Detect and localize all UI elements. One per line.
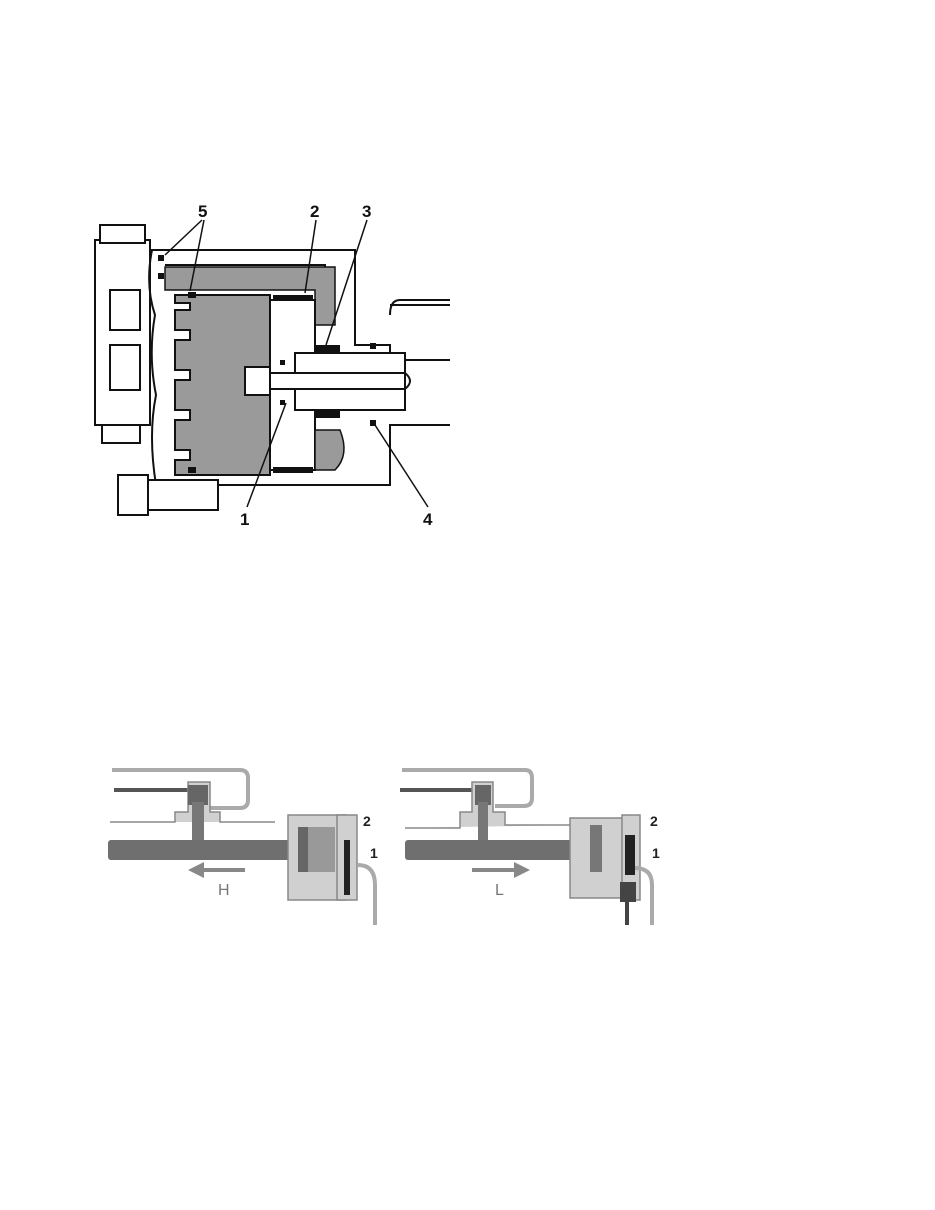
callout-4: 4 [423, 510, 433, 529]
callout-2: 2 [650, 813, 658, 829]
valve-diagram-low: L 2 1 [390, 760, 670, 930]
callout-5: 5 [198, 202, 207, 221]
callout-3: 3 [362, 202, 371, 221]
callout-1: 1 [240, 510, 249, 529]
callout-1: 1 [652, 845, 660, 861]
direction-label-h: H [218, 882, 230, 899]
direction-label-l: L [495, 882, 504, 899]
cross-section-drawing: 5 2 3 1 4 [94, 202, 450, 529]
callout-2: 2 [310, 202, 319, 221]
callout-2: 2 [363, 813, 371, 829]
valve-diagram-high: H 2 1 [100, 760, 380, 930]
callout-1: 1 [370, 845, 378, 861]
cross-section-figure: 5 2 3 1 4 [90, 195, 460, 535]
